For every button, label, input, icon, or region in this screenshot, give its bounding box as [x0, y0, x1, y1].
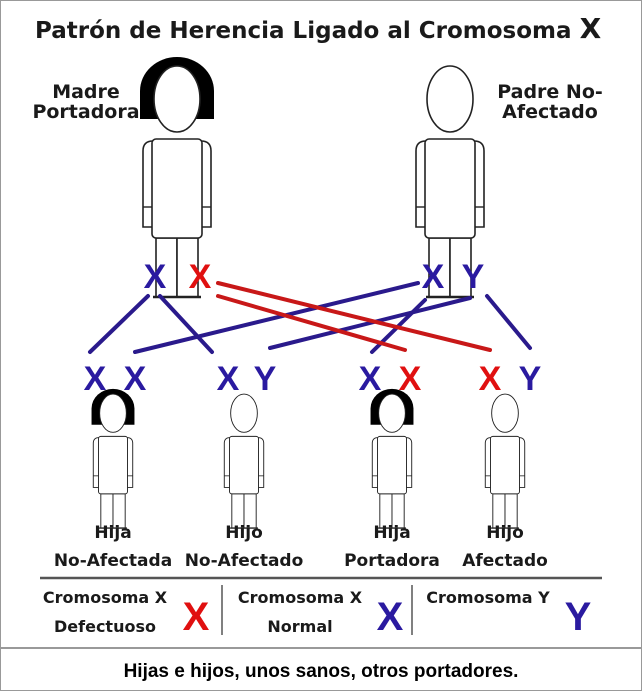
- child-label-2: No-Afectado: [185, 551, 304, 571]
- chromosome-y: Y: [519, 360, 542, 398]
- defective-inheritance-line: [216, 281, 492, 352]
- chromosome-x: X: [217, 360, 240, 398]
- father-label-2: Afectado: [502, 101, 598, 123]
- legend-label: Cromosoma X: [43, 588, 168, 607]
- normal-inheritance-line: [485, 294, 532, 350]
- inheritance-lines: [88, 281, 532, 354]
- chromosome-x: X: [84, 360, 107, 398]
- chromosome-x: X: [189, 258, 212, 296]
- child-label-1: Hijo: [486, 523, 524, 543]
- child-label-2: No-Afectada: [54, 551, 172, 571]
- legend-symbol-y: Y: [565, 595, 592, 639]
- chromosome-x: X: [422, 258, 445, 296]
- child-label-2: Afectado: [462, 551, 548, 571]
- legend-label: Normal: [267, 617, 332, 636]
- normal-inheritance-line: [133, 281, 420, 354]
- legend-label: Defectuoso: [54, 617, 156, 636]
- normal-inheritance-line: [88, 294, 150, 354]
- mother-label-2: Portadora: [32, 101, 139, 123]
- father-label-1: Padre No-: [497, 81, 603, 103]
- chromosome-x: X: [479, 360, 502, 398]
- child-label-2: Portadora: [344, 551, 440, 571]
- normal-inheritance-line: [268, 296, 472, 350]
- chromosome-x: X: [144, 258, 167, 296]
- legend-label: Cromosoma X: [238, 588, 363, 607]
- child-label-1: Hija: [373, 523, 410, 543]
- chromosome-x: X: [399, 360, 422, 398]
- child-label-1: Hija: [94, 523, 131, 543]
- chromosome-x: X: [124, 360, 147, 398]
- legend: Cromosoma X Defectuoso X Cromosoma X Normal X…: [43, 588, 592, 639]
- normal-inheritance-line: [158, 294, 214, 354]
- legend-symbol-x: X: [377, 595, 404, 639]
- chromosome-y: Y: [462, 258, 485, 296]
- defective-inheritance-line: [216, 294, 407, 352]
- chromosome-x: X: [359, 360, 382, 398]
- mother-label-1: Madre: [52, 81, 120, 103]
- chromosome-y: Y: [254, 360, 277, 398]
- child-label-1: Hijo: [225, 523, 263, 543]
- diagram-title: Patrón de Herencia Ligado al Cromosoma X: [35, 12, 602, 45]
- legend-label: Cromosoma Y: [426, 588, 550, 607]
- caption: Hijas e hijos, unos sanos, otros portado…: [124, 661, 519, 682]
- legend-symbol-x: X: [183, 595, 210, 639]
